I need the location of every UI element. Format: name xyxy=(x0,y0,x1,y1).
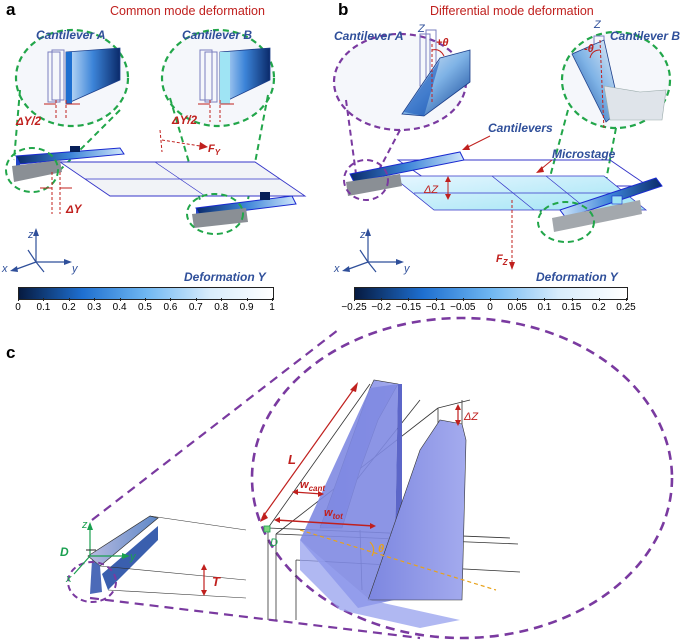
panel-a-colorbar-tick-mark xyxy=(221,298,223,301)
panel-b-colorbar-tick-mark xyxy=(462,298,464,301)
z-label-a: Z xyxy=(417,23,426,35)
panel-b-colorbar-tick-mark xyxy=(626,298,627,301)
panel-a-colorbar-tick-mark xyxy=(272,298,273,301)
panel-b-label: b xyxy=(338,0,349,19)
dz-label-b: ΔZ xyxy=(423,184,439,196)
panel-b-colorbar-tick-label: 0.15 xyxy=(561,302,582,313)
panel-a-colorbar-title: Deformation Y xyxy=(184,270,267,284)
small-device xyxy=(87,515,247,599)
panel-a-colorbar-tick-label: 0.5 xyxy=(138,302,152,313)
panel-a-colorbar-tick-label: 1 xyxy=(269,302,275,313)
panel-a-colorbar xyxy=(18,287,274,300)
dy-half-b-label: ΔY/2 xyxy=(171,115,198,127)
w-cant-label: wcant xyxy=(300,479,325,493)
d-zoom-label: D xyxy=(270,537,278,549)
panel-a-cantilever-b-label: Cantilever B xyxy=(182,28,252,42)
panel-b-colorbar-tick-mark xyxy=(381,298,383,301)
panel-a-colorbar-tick-label: 0 xyxy=(15,302,21,313)
panel-b-colorbar-tick-label: 0 xyxy=(487,302,493,313)
panel-a-colorbar-tick-label: 0.6 xyxy=(163,302,178,313)
zoomed-device xyxy=(263,379,521,628)
panel-a-title: Common mode deformation xyxy=(110,4,265,18)
panel-b-colorbar-tick-mark xyxy=(598,298,600,301)
w-tot-label: wtot xyxy=(324,507,343,521)
axis-z-b: z xyxy=(359,229,366,241)
panel-b-colorbar-tick-mark xyxy=(435,298,437,301)
z-label-b: Z xyxy=(593,19,602,31)
microstage-label: Microstage xyxy=(552,147,616,161)
panel-a-colorbar-tick-mark xyxy=(94,298,96,301)
panel-b-colorbar-tick-mark xyxy=(571,298,573,301)
axis-x-c: x xyxy=(65,573,72,585)
zoom-b-cantilever xyxy=(199,47,271,105)
panel-a-colorbar-tick-label: 0.8 xyxy=(214,302,229,313)
panel-b-colorbar-tick-label: −0.2 xyxy=(371,302,392,313)
panel-c-diagram: z y x D T L ΔZ wcant wtot D θ xyxy=(60,316,674,640)
t-label: T xyxy=(212,574,221,589)
theta-minus-label: -θ xyxy=(584,43,594,55)
cantilevers-label: Cantilevers xyxy=(488,121,553,135)
theta-label: θ xyxy=(378,543,384,555)
panel-b-colorbar-tick-mark xyxy=(408,298,410,301)
beam-a-left xyxy=(15,147,125,165)
panel-b-colorbar-tick-label: −0.25 xyxy=(341,302,367,313)
panel-b-colorbar-tick-mark xyxy=(544,298,546,301)
panel-a-colorbar-tick-mark xyxy=(195,298,197,301)
panel-b-colorbar-tick-label: 0.2 xyxy=(591,302,606,313)
force-y-label: FY xyxy=(208,143,221,157)
beam-b-left xyxy=(349,151,465,183)
l-label: L xyxy=(288,452,296,467)
panel-a-diagram: z y x Cantilever A Cantilever B ΔY/2 ΔY/… xyxy=(1,28,307,284)
dy-label: ΔY xyxy=(65,204,83,216)
panel-a-colorbar-tick-mark xyxy=(119,298,121,301)
panel-c-label: c xyxy=(6,343,16,362)
theta-plus-label: +θ xyxy=(436,37,449,49)
panel-b-colorbar-tick-mark xyxy=(354,298,355,301)
panel-a-colorbar-tick-mark xyxy=(145,298,146,301)
panel-b-colorbar-tick-label: −0.1 xyxy=(425,302,446,313)
panel-b-title: Differential mode deformation xyxy=(430,4,594,18)
axis-z-a: z xyxy=(27,229,34,241)
panel-b-colorbar xyxy=(354,287,628,300)
panel-b-colorbar-tick-label: −0.15 xyxy=(395,302,422,313)
zoom-b-left-cantilever xyxy=(401,29,471,117)
axis-x-b: x xyxy=(333,263,340,275)
panel-a-colorbar-tick-label: 0.1 xyxy=(36,302,51,313)
panel-b-colorbar-tick-mark xyxy=(517,298,519,301)
panel-b-cantilever-b-label: Cantilever B xyxy=(610,29,680,43)
panel-a-colorbar-tick-label: 0.9 xyxy=(239,302,254,313)
axis-y-c: y xyxy=(129,551,137,563)
panel-b-cantilever-a-label: Cantilever A xyxy=(334,29,404,43)
axis-y-b: y xyxy=(403,263,411,275)
panel-b-colorbar-tick-label: 0.1 xyxy=(537,302,552,313)
panel-b-colorbar-title: Deformation Y xyxy=(536,270,619,284)
panel-a-label: a xyxy=(6,0,16,19)
panel-a-colorbar-tick-mark xyxy=(68,298,70,301)
dy-half-a-label: ΔY/2 xyxy=(15,116,42,128)
panel-b-colorbar-tick-label: −0.05 xyxy=(450,302,476,313)
panel-b-colorbar-tick-label: 0.25 xyxy=(616,302,636,313)
force-z-label: FZ xyxy=(496,253,509,267)
zoom-b-right-cantilever xyxy=(571,35,667,123)
dz-label-c: ΔZ xyxy=(463,411,479,423)
axis-x-a: x xyxy=(1,263,8,275)
axis-z-c: z xyxy=(81,519,88,531)
panel-a-colorbar-tick-label: 0.2 xyxy=(61,302,76,313)
panel-a-colorbar-tick-mark xyxy=(43,298,45,301)
panel-a-colorbar-tick-mark xyxy=(246,298,248,301)
panel-a-colorbar-tick-label: 0.3 xyxy=(87,302,102,313)
panel-b-colorbar-tick-mark xyxy=(490,298,491,301)
axis-y-a: y xyxy=(71,263,79,275)
d-small-label: D xyxy=(60,545,69,559)
panel-a-cantilever-a-label: Cantilever A xyxy=(36,28,106,42)
zoom-a-cantilever xyxy=(47,47,121,105)
panel-a-colorbar-tick-mark xyxy=(18,298,19,301)
panel-b-diagram: z y x Cantilever A Cantilever B Z Z +θ -… xyxy=(332,19,680,284)
panel-b-colorbar-tick-label: 0.05 xyxy=(507,302,527,313)
panel-a-colorbar-tick-label: 0.4 xyxy=(112,302,127,313)
panel-a-colorbar-tick-mark xyxy=(170,298,172,301)
panel-a-colorbar-tick-label: 0.7 xyxy=(188,302,203,313)
